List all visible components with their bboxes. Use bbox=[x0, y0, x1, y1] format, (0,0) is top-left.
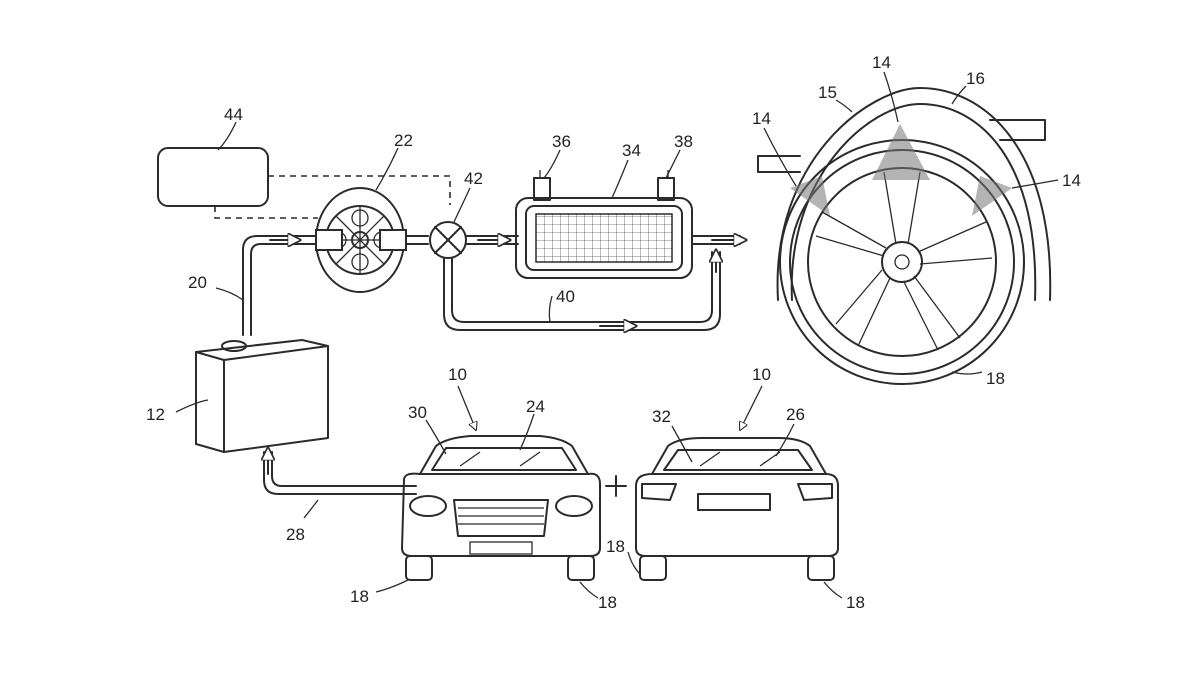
label-22: 22 bbox=[394, 131, 413, 150]
label-20: 20 bbox=[188, 273, 207, 292]
control-line-to-valve bbox=[268, 175, 451, 205]
wheel-assembly bbox=[757, 87, 1052, 385]
label-14-top: 14 bbox=[872, 53, 891, 72]
bypass-line-40 bbox=[443, 251, 721, 331]
label-42: 42 bbox=[464, 169, 483, 188]
tank-12 bbox=[195, 339, 329, 453]
label-10-right: 10 bbox=[752, 365, 771, 384]
label-44: 44 bbox=[224, 105, 243, 124]
label-38: 38 bbox=[674, 132, 693, 151]
reference-numerals: 44 22 42 36 34 38 15 14 16 14 14 20 40 1… bbox=[146, 53, 1081, 612]
return-line-28 bbox=[263, 451, 417, 495]
label-10-left: 10 bbox=[448, 365, 467, 384]
label-40: 40 bbox=[556, 287, 575, 306]
label-18-wheel: 18 bbox=[986, 369, 1005, 388]
pump-22 bbox=[315, 187, 407, 293]
leader-lines bbox=[175, 71, 1059, 599]
label-18-front-right: 18 bbox=[598, 593, 617, 612]
label-26: 26 bbox=[786, 405, 805, 424]
label-18-rear-left: 18 bbox=[606, 537, 625, 556]
label-18-front-left: 18 bbox=[350, 587, 369, 606]
supply-line-20 bbox=[242, 235, 319, 336]
fender-liner-15 bbox=[790, 103, 1037, 301]
label-14-right: 14 bbox=[1062, 171, 1081, 190]
label-12: 12 bbox=[146, 405, 165, 424]
label-34: 34 bbox=[622, 141, 641, 160]
car-front-view bbox=[401, 435, 601, 581]
control-line-to-pump bbox=[214, 206, 318, 219]
label-30: 30 bbox=[408, 403, 427, 422]
label-32: 32 bbox=[652, 407, 671, 426]
label-14-left: 14 bbox=[752, 109, 771, 128]
label-36: 36 bbox=[552, 132, 571, 151]
car-rear-view bbox=[635, 437, 839, 581]
heater-34 bbox=[515, 170, 693, 279]
control-unit-44 bbox=[157, 147, 269, 207]
label-24: 24 bbox=[526, 397, 545, 416]
label-16: 16 bbox=[966, 69, 985, 88]
label-18-rear-right: 18 bbox=[846, 593, 865, 612]
label-15: 15 bbox=[818, 83, 837, 102]
plus-sign bbox=[605, 475, 627, 497]
label-28: 28 bbox=[286, 525, 305, 544]
valve-42 bbox=[429, 221, 467, 259]
